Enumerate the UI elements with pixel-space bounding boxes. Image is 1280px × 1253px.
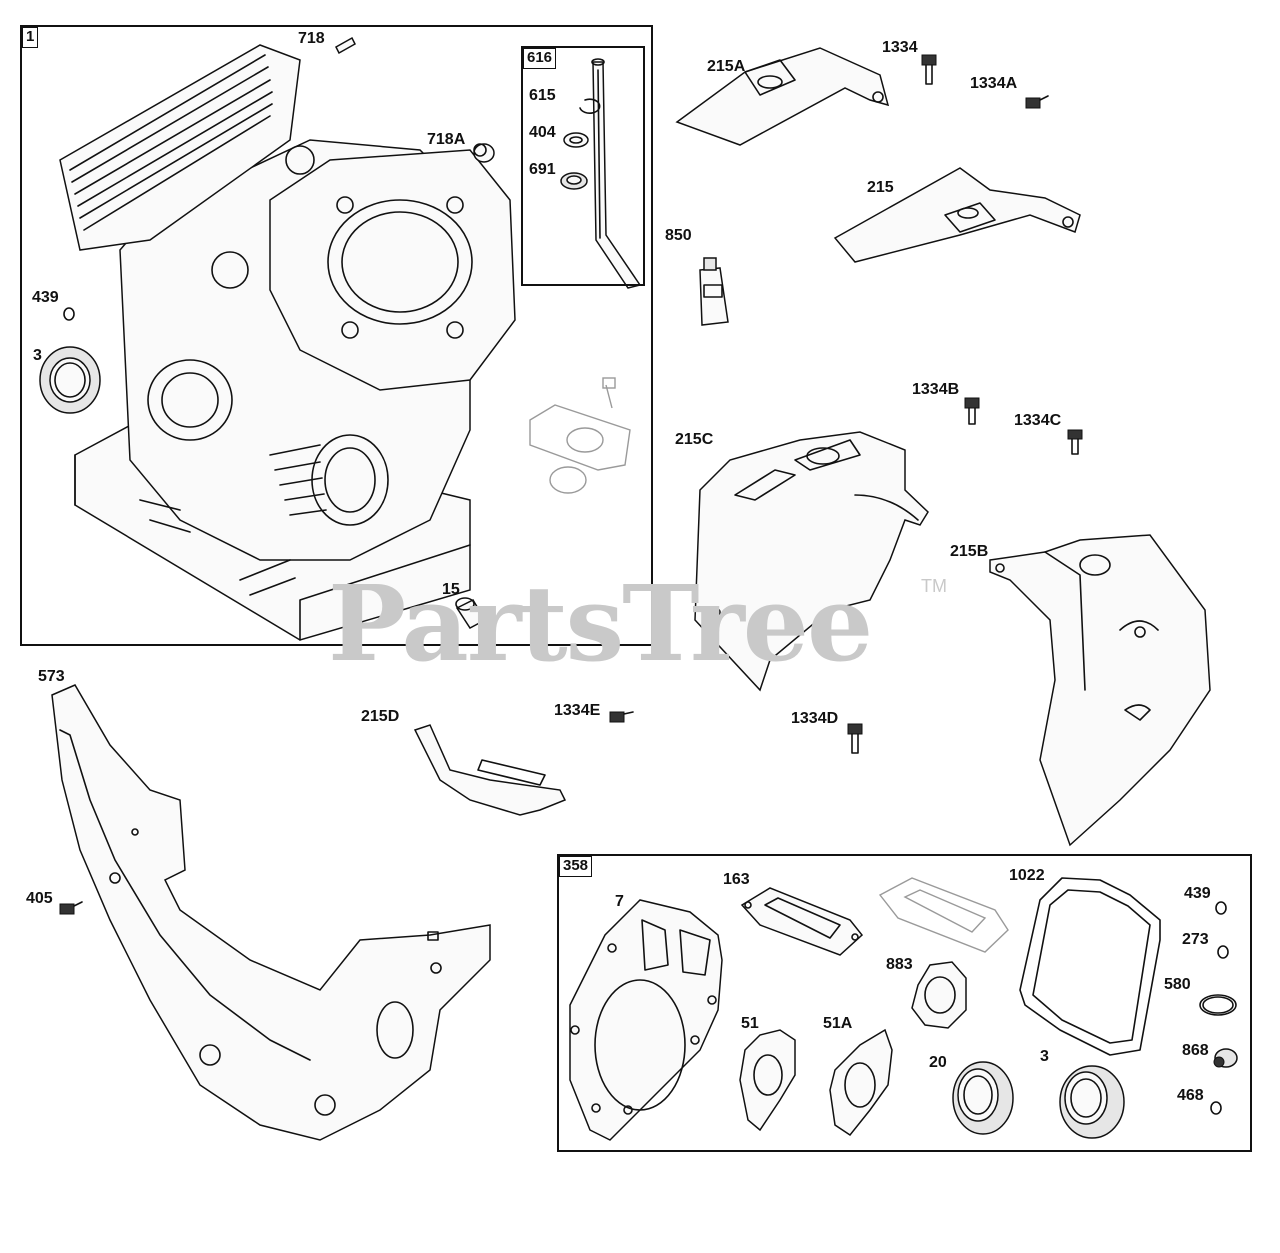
callout-1334C[interactable]: 1334C — [1014, 412, 1062, 429]
callout-405[interactable]: 405 — [26, 890, 53, 907]
callout-868[interactable]: 868 — [1182, 1042, 1209, 1059]
part-1334D-screw[interactable] — [847, 723, 863, 754]
callout-718A[interactable]: 718A — [427, 131, 466, 148]
part-20-oil-seal[interactable] — [952, 1061, 1014, 1135]
watermark: PartsTree — [328, 562, 873, 685]
callout-3-kit[interactable]: 3 — [1040, 1048, 1049, 1065]
callout-573[interactable]: 573 — [38, 668, 65, 685]
callout-1334B[interactable]: 1334B — [912, 381, 960, 398]
part-1334E-screw[interactable] — [609, 711, 634, 723]
callout-404[interactable]: 404 — [529, 124, 556, 141]
gasket-set-frame — [557, 854, 1252, 1152]
callout-580[interactable]: 580 — [1164, 976, 1191, 993]
group-label-gasket-set[interactable]: 358 — [559, 856, 593, 877]
group-label-engine-block[interactable]: 1 — [22, 27, 39, 48]
callout-1334A[interactable]: 1334A — [970, 75, 1018, 92]
callout-691[interactable]: 691 — [529, 161, 556, 178]
callout-615[interactable]: 615 — [529, 87, 556, 104]
callout-439-kit[interactable]: 439 — [1184, 885, 1211, 902]
part-15-bushing[interactable] — [455, 597, 487, 629]
callout-51[interactable]: 51 — [741, 1015, 759, 1032]
part-163-gasket[interactable] — [740, 887, 864, 956]
part-51A-gasket[interactable] — [829, 1028, 893, 1137]
part-1334B-screw[interactable] — [964, 397, 980, 425]
part-404-washer[interactable] — [563, 132, 589, 148]
callout-215D[interactable]: 215D — [361, 708, 400, 725]
part-573-backplate[interactable] — [51, 684, 491, 1141]
callout-51A[interactable]: 51A — [823, 1015, 853, 1032]
callout-215[interactable]: 215 — [867, 179, 894, 196]
callout-1334[interactable]: 1334 — [882, 39, 918, 56]
part-51-gasket[interactable] — [739, 1029, 796, 1132]
part-439-o-ring-kit[interactable] — [1215, 901, 1227, 915]
engine-block-drawing[interactable] — [59, 44, 516, 641]
callout-883[interactable]: 883 — [886, 956, 913, 973]
part-215-shroud[interactable] — [833, 167, 1081, 263]
callout-273[interactable]: 273 — [1182, 931, 1209, 948]
callout-215B[interactable]: 215B — [950, 543, 989, 560]
callout-850[interactable]: 850 — [665, 227, 692, 244]
callout-15[interactable]: 15 — [442, 581, 460, 598]
part-439-o-ring[interactable] — [63, 307, 75, 321]
part-215B-shroud[interactable] — [989, 534, 1211, 847]
part-215C-shroud[interactable] — [694, 431, 929, 692]
part-3-oil-seal[interactable] — [39, 346, 101, 414]
callout-468[interactable]: 468 — [1177, 1087, 1204, 1104]
callout-3[interactable]: 3 — [33, 347, 42, 364]
part-215D-bracket[interactable] — [413, 724, 567, 816]
callout-1334D[interactable]: 1334D — [791, 710, 839, 727]
part-1334C-screw[interactable] — [1067, 429, 1083, 455]
part-1334A-screw[interactable] — [1025, 95, 1049, 109]
ghost-gasket-163-reference — [878, 877, 1009, 953]
part-615-retaining-ring[interactable] — [579, 98, 601, 114]
callout-163[interactable]: 163 — [723, 871, 750, 888]
part-883-gasket[interactable] — [911, 961, 967, 1029]
part-1022-valve-cover-gasket[interactable] — [1019, 877, 1161, 1056]
callout-1334E[interactable]: 1334E — [554, 702, 601, 719]
callout-1022[interactable]: 1022 — [1009, 867, 1045, 884]
part-3-oil-seal-kit[interactable] — [1059, 1065, 1125, 1139]
part-405-screw[interactable] — [59, 901, 83, 915]
part-718-dowel-pin[interactable] — [335, 36, 356, 55]
callout-718[interactable]: 718 — [298, 30, 325, 47]
dipstick-kit-frame — [521, 46, 645, 286]
engine-block-frame — [20, 25, 653, 646]
callout-439[interactable]: 439 — [32, 289, 59, 306]
part-1334-screw[interactable] — [921, 54, 937, 85]
part-468-o-ring[interactable] — [1210, 1101, 1222, 1115]
part-868-bushing[interactable] — [1213, 1048, 1238, 1068]
part-691-grommet[interactable] — [560, 172, 588, 190]
callout-7[interactable]: 7 — [615, 893, 624, 910]
part-273-o-ring[interactable] — [1217, 945, 1229, 959]
group-label-dipstick-kit[interactable]: 616 — [523, 48, 557, 69]
part-580-o-ring[interactable] — [1199, 994, 1237, 1016]
part-7-head-gasket[interactable] — [569, 899, 723, 1141]
trademark-mark: TM — [921, 576, 947, 596]
ghost-gasket-reference — [529, 377, 631, 494]
callout-215A[interactable]: 215A — [707, 58, 746, 75]
part-850-sealant-tube[interactable] — [699, 257, 729, 326]
part-215A-shroud[interactable] — [675, 47, 890, 146]
callout-20[interactable]: 20 — [929, 1054, 947, 1071]
part-718A-bushing[interactable] — [473, 143, 495, 163]
callout-215C[interactable]: 215C — [675, 431, 714, 448]
